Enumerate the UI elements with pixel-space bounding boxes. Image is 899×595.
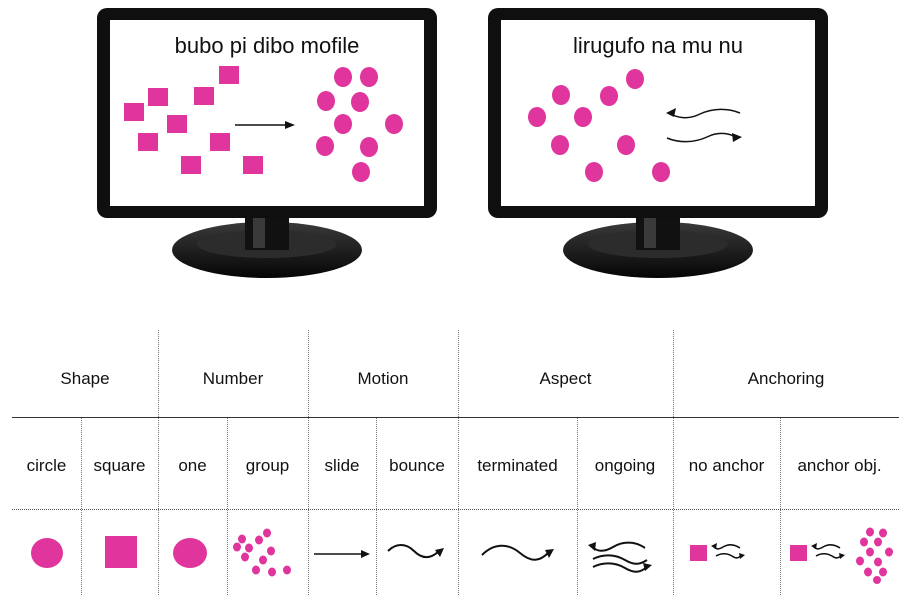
feature-table: Shape Number Motion Aspect Anchoring cir… <box>0 325 899 595</box>
category-aspect: Aspect <box>539 369 592 388</box>
separator-minor <box>376 417 377 595</box>
monitor-left-graphic <box>97 8 437 278</box>
sub-no-anchor: no anchor <box>688 456 765 475</box>
wavy-arrow-icon <box>481 544 554 561</box>
squares-group <box>124 66 263 174</box>
sub-square: square <box>93 456 146 475</box>
wavy-arrow-icon <box>387 544 444 559</box>
separator-minor <box>227 417 228 595</box>
sub-ongoing: ongoing <box>594 456 656 475</box>
square-wavy-arrows-dots-icon <box>790 527 893 584</box>
square-icon <box>105 536 137 568</box>
monitor-right-graphic <box>488 8 828 278</box>
header-divider <box>12 417 899 418</box>
sub-group: group <box>245 456 290 475</box>
monitor-left-title: bubo pi dibo mofile <box>174 33 360 58</box>
sub-anchor-obj: anchor obj. <box>797 456 882 475</box>
circles-group <box>316 67 403 182</box>
category-shape: Shape <box>60 369 110 388</box>
sub-circle: circle <box>26 456 67 475</box>
group-dots-icon <box>233 528 291 577</box>
separator-minor <box>577 417 578 595</box>
separator-minor <box>81 417 82 595</box>
separator-major <box>308 330 309 595</box>
circle-icon <box>31 538 63 568</box>
row-divider <box>12 509 899 510</box>
straight-arrow-icon <box>314 550 370 558</box>
category-motion: Motion <box>357 369 409 388</box>
monitor-right-title: lirugufo na mu nu <box>573 33 743 58</box>
square-with-wavy-arrows-icon <box>690 543 745 561</box>
category-number: Number <box>202 369 264 388</box>
separator-major <box>158 330 159 595</box>
monitor-screen <box>110 20 424 206</box>
separator-major <box>458 330 459 595</box>
category-anchoring: Anchoring <box>747 369 825 388</box>
single-circle-icon <box>173 538 207 568</box>
sub-one: one <box>178 456 207 475</box>
monitor-right: lirugufo na mu nu <box>488 0 828 290</box>
wavy-bidirectional-arrows-icon <box>666 108 741 143</box>
separator-minor <box>780 417 781 595</box>
separator-major <box>673 330 674 595</box>
double-wavy-arrows-icon <box>588 541 652 573</box>
arrow-right-icon <box>235 121 295 129</box>
sub-bounce: bounce <box>389 456 445 475</box>
sub-terminated: terminated <box>477 456 558 475</box>
circles-group <box>528 69 670 182</box>
sub-slide: slide <box>324 456 360 475</box>
monitor-left: bubo pi dibo mofile <box>97 0 437 290</box>
